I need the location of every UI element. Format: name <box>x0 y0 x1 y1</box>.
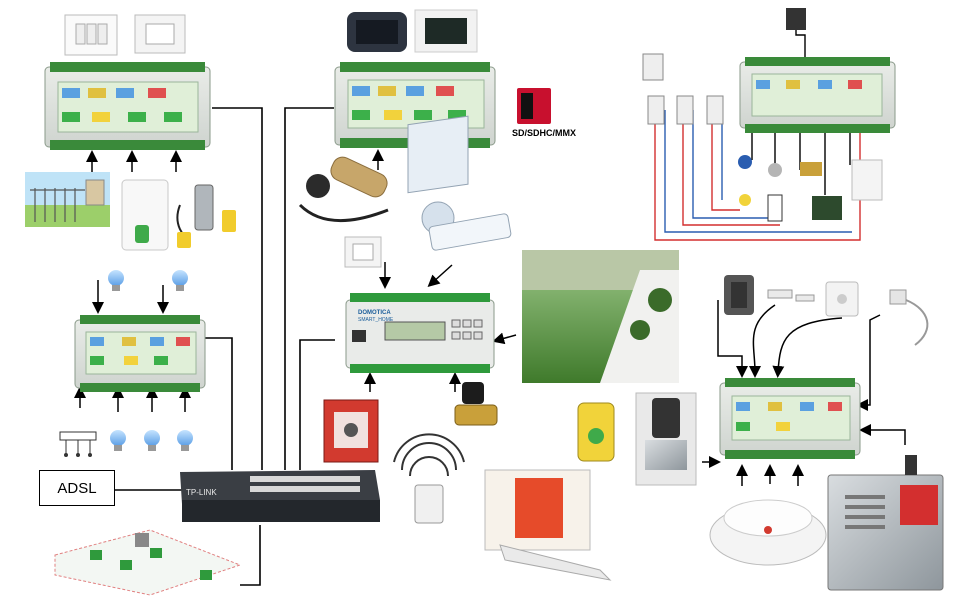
module-brand-label: DOMOTICA <box>358 310 391 316</box>
sd-card-icon <box>517 88 551 124</box>
gas-sensor-icon <box>577 402 615 462</box>
garden-sprinkler-photo <box>522 250 679 383</box>
shutter-motor-icon <box>298 156 389 223</box>
bulb-icon <box>108 270 193 451</box>
controller-module <box>345 293 495 373</box>
boiler-icon <box>121 179 169 251</box>
network-wires <box>115 107 335 586</box>
floor-network-diagram-icon <box>54 529 242 596</box>
sd-card-label: SD/SDHC/MMX <box>512 128 577 138</box>
din-module-top-left <box>44 62 211 150</box>
pump-icon <box>176 184 236 248</box>
din-module-top-right <box>739 57 896 133</box>
wall-switch-icon <box>64 14 186 56</box>
wall-switch-small-icon <box>344 236 382 268</box>
gate-icon <box>25 172 110 227</box>
wall-socket-icon <box>724 275 754 315</box>
circuit-breaker-icon <box>642 8 806 125</box>
network-switch-icon <box>180 470 380 522</box>
din-module-middle-left <box>74 315 206 392</box>
magnetic-contact-icon <box>767 289 815 302</box>
solenoid-valve-icon <box>454 382 498 426</box>
smoke-detector-icon <box>709 499 827 566</box>
siren-icon <box>827 455 944 591</box>
module-sub-label: SMART_HOME <box>358 317 394 323</box>
fire-alarm-button-icon <box>323 399 379 463</box>
gas-valve-icon <box>635 392 697 486</box>
adsl-box: ADSL <box>39 470 115 506</box>
switch-brand-label: TP-LINK <box>186 488 217 497</box>
air-conditioner-icon <box>407 115 512 251</box>
window-shutter-icon <box>484 469 612 581</box>
temperature-probe-icon <box>889 289 929 346</box>
din-module-right <box>719 378 861 459</box>
panel-devices-icon <box>738 155 883 222</box>
thermostat-icon <box>825 281 859 317</box>
shutter-switch-icon <box>347 9 478 53</box>
wifi-access-point-icon <box>393 433 465 524</box>
pushbutton-terminals-icon <box>59 431 97 457</box>
din-module-top-middle <box>334 62 496 148</box>
